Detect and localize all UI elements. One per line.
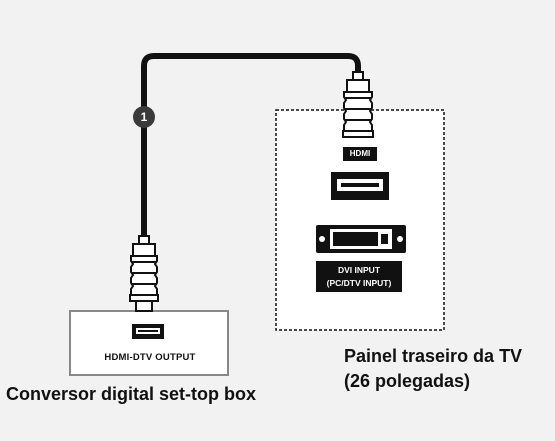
step-badge-circle xyxy=(133,106,155,128)
tv-panel-caption-line2: (26 polegadas) xyxy=(344,371,471,391)
hdmi-tag-label: HDMI xyxy=(349,149,371,158)
hdmi-cable xyxy=(141,53,361,238)
settop-box-panel xyxy=(69,310,229,376)
tv-panel-caption-line1: Painel traseiro da TV xyxy=(344,346,523,366)
settop-hdmi-port-icon xyxy=(132,324,164,339)
step-number: 1 xyxy=(140,110,148,124)
settop-hdmi-plug-icon xyxy=(129,235,159,312)
dvi-pc-dtv-label: (PC/DTV INPUT) xyxy=(326,278,392,288)
hdmi-tag-bg xyxy=(343,147,377,161)
tv-hdmi-port-icon xyxy=(331,172,389,200)
dvi-input-label: DVI INPUT xyxy=(337,265,381,275)
settop-box-caption: Conversor digital set-top box xyxy=(6,384,257,404)
tv-dvi-port-icon xyxy=(316,225,406,253)
dvi-label-bg xyxy=(316,261,402,292)
hdmi-dtv-output-label: HDMI-DTV OUTPUT xyxy=(104,352,196,363)
tv-hdmi-plug-icon xyxy=(342,71,374,138)
tv-rear-panel xyxy=(275,109,445,331)
